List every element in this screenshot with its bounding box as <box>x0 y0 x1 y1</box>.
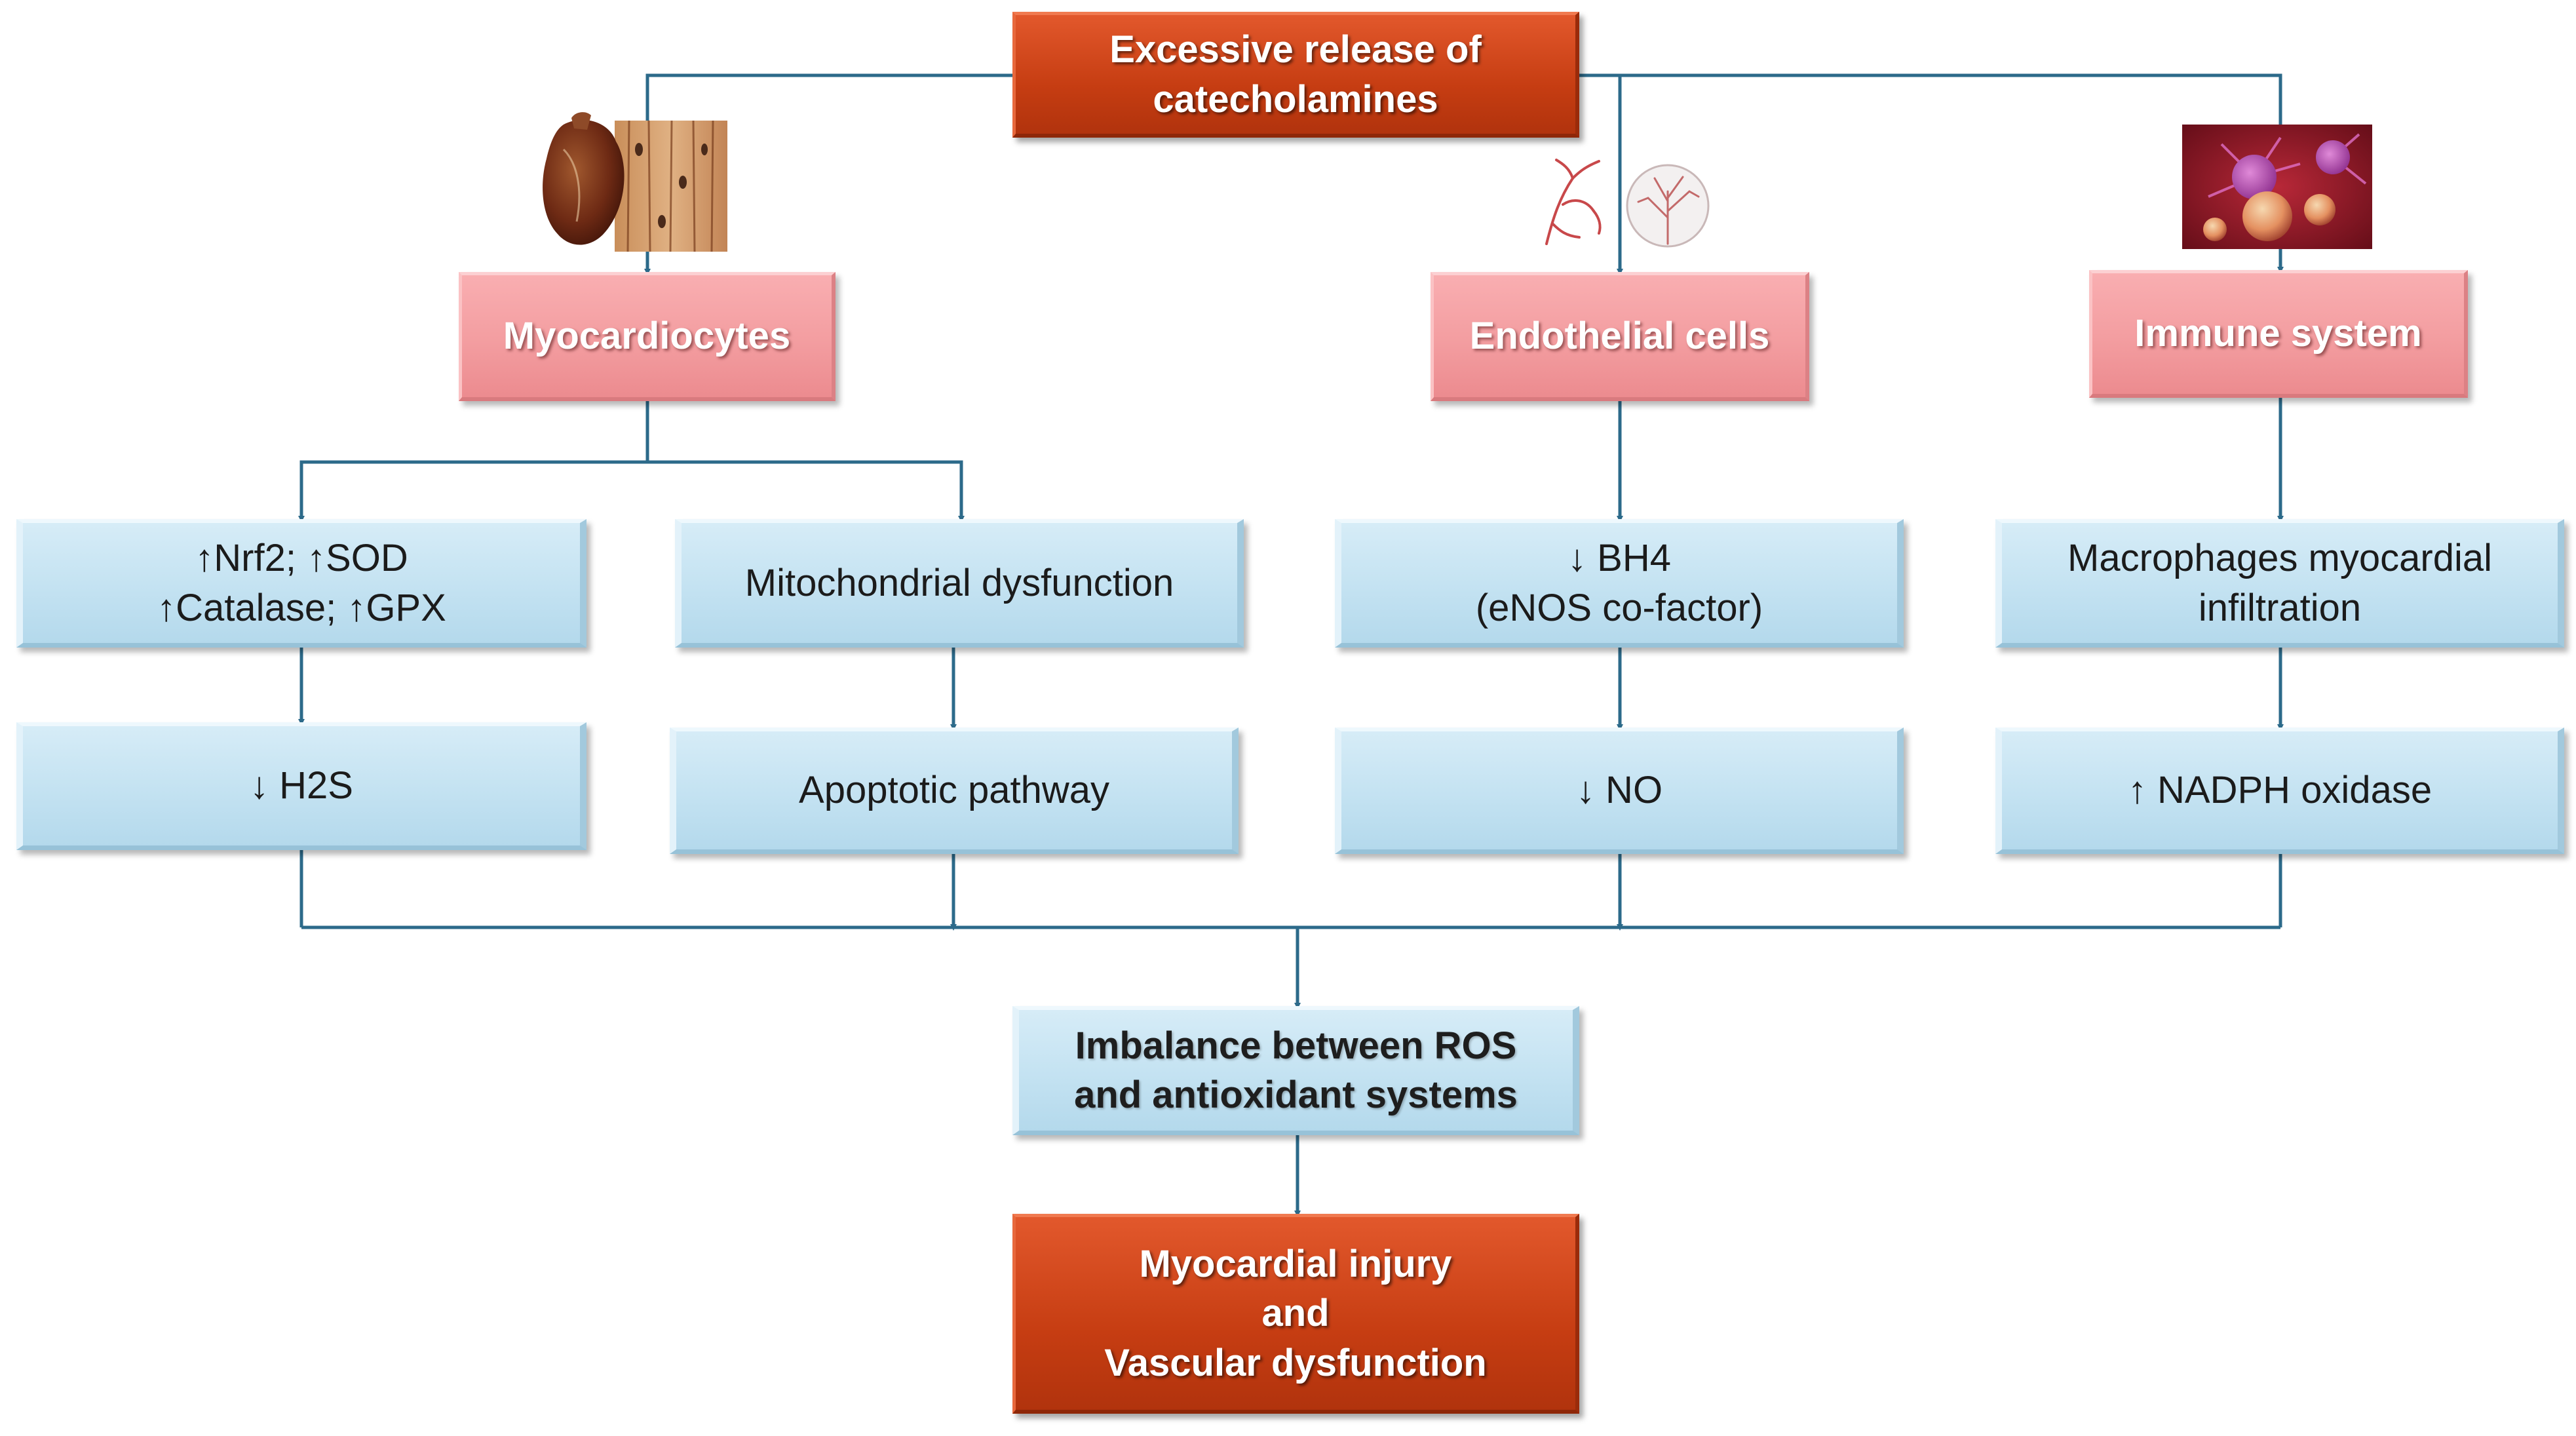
catecholamines-line-2: catecholamines <box>1153 77 1438 121</box>
mitochondrial-dysfunction-box: Mitochondrial dysfunction <box>675 519 1244 648</box>
immune-cell-illustration <box>2182 125 2372 249</box>
connector-to-antioxidant <box>298 460 647 522</box>
apoptotic-pathway-label: Apoptotic pathway <box>799 769 1109 812</box>
macrophages-infiltration-box: Macrophages myocardial infiltration <box>1995 519 2564 648</box>
macrophages-line-1: Macrophages myocardial <box>2067 537 2492 580</box>
bh4-box: ↓ BH4 (eNOS co-factor) <box>1335 519 1904 648</box>
imbalance-line-1: Imbalance between ROS <box>1075 1024 1517 1067</box>
bh4-line-1: ↓ BH4 <box>1567 537 1671 580</box>
antioxidant-line-2: ↑Catalase; ↑GPX <box>157 586 446 629</box>
h2s-label: ↓ H2S <box>250 764 353 807</box>
connector-top-to-immune <box>1620 73 2284 273</box>
apoptotic-pathway-box: Apoptotic pathway <box>670 728 1239 854</box>
nadph-oxidase-box: ↑ NADPH oxidase <box>1995 728 2564 854</box>
nadph-oxidase-label: ↑ NADPH oxidase <box>2127 769 2432 812</box>
endothelial-cells-label: Endothelial cells <box>1469 315 1770 358</box>
no-box: ↓ NO <box>1335 728 1904 854</box>
outcome-line-3: Vascular dysfunction <box>1104 1341 1487 1384</box>
macrophages-line-2: infiltration <box>2198 586 2362 629</box>
immune-system-label: Immune system <box>2134 312 2422 355</box>
h2s-box: ↓ H2S <box>16 722 586 850</box>
outcome-line-2: and <box>1261 1292 1330 1335</box>
mitochondrial-dysfunction-label: Mitochondrial dysfunction <box>744 561 1174 604</box>
heart-tissue-illustration <box>543 112 727 252</box>
no-label: ↓ NO <box>1575 769 1663 812</box>
vessel-illustration <box>1545 159 1710 248</box>
myocardiocytes-label: Myocardiocytes <box>503 315 791 358</box>
myocardiocytes-box: Myocardiocytes <box>459 272 836 401</box>
outcome-box: Myocardial injury and Vascular dysfuncti… <box>1012 1214 1579 1414</box>
antioxidant-line-1: ↑Nrf2; ↑SOD <box>195 537 408 580</box>
bh4-line-2: (eNOS co-factor) <box>1475 586 1763 629</box>
immune-system-box: Immune system <box>2089 270 2468 398</box>
catecholamines-line-1: Excessive release of <box>1109 28 1482 71</box>
imbalance-line-2: and antioxidant systems <box>1074 1074 1518 1116</box>
outcome-line-1: Myocardial injury <box>1139 1242 1452 1285</box>
catecholamines-box: Excessive release of catecholamines <box>1012 12 1579 138</box>
imbalance-box: Imbalance between ROS and antioxidant sy… <box>1012 1006 1579 1135</box>
endothelial-cells-box: Endothelial cells <box>1431 272 1809 401</box>
connector-to-mitochondrial <box>647 460 965 522</box>
antioxidant-enzymes-box: ↑Nrf2; ↑SOD ↑Catalase; ↑GPX <box>16 519 586 648</box>
